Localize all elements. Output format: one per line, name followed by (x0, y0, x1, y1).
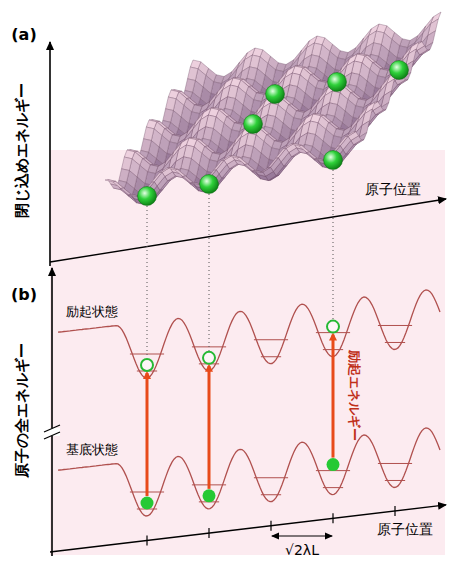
excitation-arrow (332, 335, 335, 458)
energy-level (261, 494, 281, 495)
axis-break-mark (44, 432, 60, 439)
atom-sphere (324, 151, 343, 170)
energy-level (254, 339, 288, 340)
mesh-cell (113, 181, 124, 188)
axis-tick (270, 521, 271, 531)
guide-line (147, 206, 148, 358)
potential-curve (58, 428, 440, 516)
mesh-cell (237, 157, 248, 164)
axis-break-mark (44, 425, 60, 432)
mesh-cell (276, 148, 287, 158)
axis-break (44, 428, 60, 436)
axis-label: 原子位置 (365, 182, 421, 197)
axis-tick (208, 528, 209, 538)
panel-label: (a) (11, 26, 36, 44)
state-label: 励起状態 (66, 305, 118, 319)
axes-b (44, 268, 446, 556)
x-axis (50, 199, 446, 262)
y-axis (49, 42, 51, 266)
dimension-label: √2λL (285, 543, 319, 558)
guide-line (209, 194, 210, 351)
mesh-cell (175, 169, 186, 176)
energy-level (385, 342, 405, 343)
atom-sphere (200, 175, 219, 194)
axis-title: 閉じ込めエネルギー (14, 83, 31, 218)
mesh-cell (307, 152, 318, 159)
mesh-cell (159, 168, 170, 173)
mesh-cell (221, 156, 232, 161)
panel-label: (b) (11, 286, 37, 304)
mesh-cell (152, 172, 163, 182)
excited-atom (327, 321, 339, 333)
energy-label: 励起エネルギー (347, 350, 361, 441)
energy-level (385, 480, 405, 481)
atom-sphere (266, 85, 285, 104)
ground-atom (141, 497, 154, 510)
axis-tick (146, 535, 147, 545)
mesh-cell (185, 79, 196, 93)
surface-mesh (105, 12, 441, 205)
mesh-cell (299, 145, 310, 152)
potential-curve (58, 290, 440, 378)
axis-tick (394, 506, 395, 516)
mesh-cell (119, 169, 130, 183)
ground-atom (203, 489, 216, 502)
excited-atom (141, 359, 153, 371)
mesh-cell (188, 67, 199, 81)
energy-level (378, 325, 412, 326)
axis-title: 原子の全エネルギー (14, 343, 31, 478)
energy-level (254, 477, 288, 478)
excitation-arrow (208, 366, 211, 489)
dimension-arrow (272, 535, 332, 536)
mesh-cell (283, 144, 294, 149)
guide-line (333, 170, 334, 320)
axis-tick (332, 513, 333, 523)
mesh-cell (338, 136, 349, 146)
mesh-cell (345, 132, 356, 137)
atom-sphere (390, 61, 409, 80)
mesh-cell (163, 109, 174, 123)
mesh-cell (183, 176, 194, 183)
energy-level (323, 487, 343, 488)
excitation-arrow (146, 373, 149, 496)
energy-curves (58, 290, 440, 516)
axis-label: 原子位置 (377, 522, 433, 537)
mesh-cell (245, 164, 256, 171)
mesh-cell (105, 180, 116, 182)
energy-level (378, 463, 412, 464)
y-axis (51, 268, 53, 556)
atom-sphere (138, 187, 157, 206)
mesh-cell (121, 188, 132, 195)
background-band (50, 150, 445, 555)
mesh-cell (214, 160, 225, 170)
x-axis (50, 505, 446, 552)
energy-level (261, 356, 281, 357)
atom-sphere (328, 73, 347, 92)
mesh-cell (144, 127, 155, 141)
excited-atom (203, 352, 215, 364)
atom-sphere (244, 115, 263, 134)
transitions (141, 170, 340, 510)
state-label: 基底状態 (66, 443, 118, 457)
mesh-cell (268, 158, 279, 168)
mesh-cell (141, 139, 152, 153)
mesh-cell (166, 97, 177, 111)
ground-atom (327, 458, 340, 471)
mesh-cell (122, 157, 133, 171)
axes-a (50, 42, 446, 266)
